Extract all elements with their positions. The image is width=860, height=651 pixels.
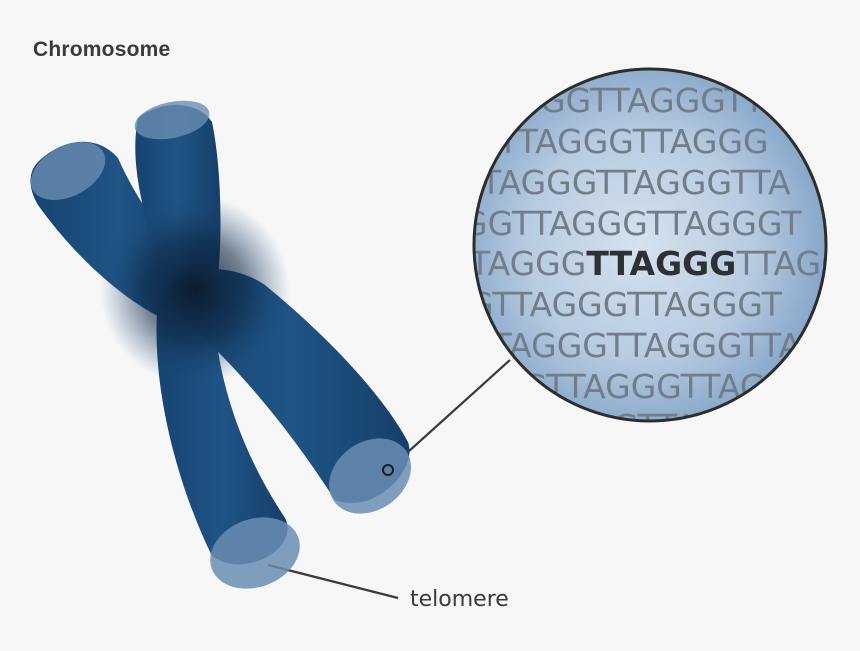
sequence-post: TTAGG [735,244,846,283]
magnifier: GGTTAGGGTTAG TTAGGGTTAGGG TAGGGTTAGGGTTA… [462,67,847,446]
dna-sequence: GGTTAGGGTTAG TTAGGGTTAGGG TAGGGTTAGGGTTA… [462,81,847,446]
chromosome [30,100,411,589]
sequence-row: AGGGTTAGG [540,407,748,446]
telomere-cap-lower-right [329,438,411,514]
telomere-leader-line [267,563,399,600]
telomere-marker-dot [382,464,394,476]
magnifier-lens [474,69,826,421]
sequence-row: TAGGGTTAGGGTTA [480,163,791,202]
diagram-title: Chromosome [33,38,171,61]
sequence-row: GTTAGGGTTAGGGT [468,285,783,324]
telomere-cap-upper-left [30,142,106,200]
centromere-shadow [100,195,290,385]
telomere-cap-lower-left [210,517,300,589]
sequence-row: GGTTAGGGTTAGG [496,367,791,406]
telomere-cap-upper-right [134,100,210,140]
sequence-row-highlight: TAGGGTTAGGGTTAGG [469,244,847,283]
sequence-emphasis: TTAGGG [586,244,736,283]
sequence-row: TTAGGGTTAGGG [497,122,769,161]
sequence-row: GGTTAGGGTTAGGGT [462,204,802,243]
telomere-label: telomere [410,587,509,612]
sequence-row: TTAGGGTTAGGGTTA [471,326,802,365]
sequence-pre: TAGGG [469,244,586,283]
magnifier-rim [472,67,828,423]
